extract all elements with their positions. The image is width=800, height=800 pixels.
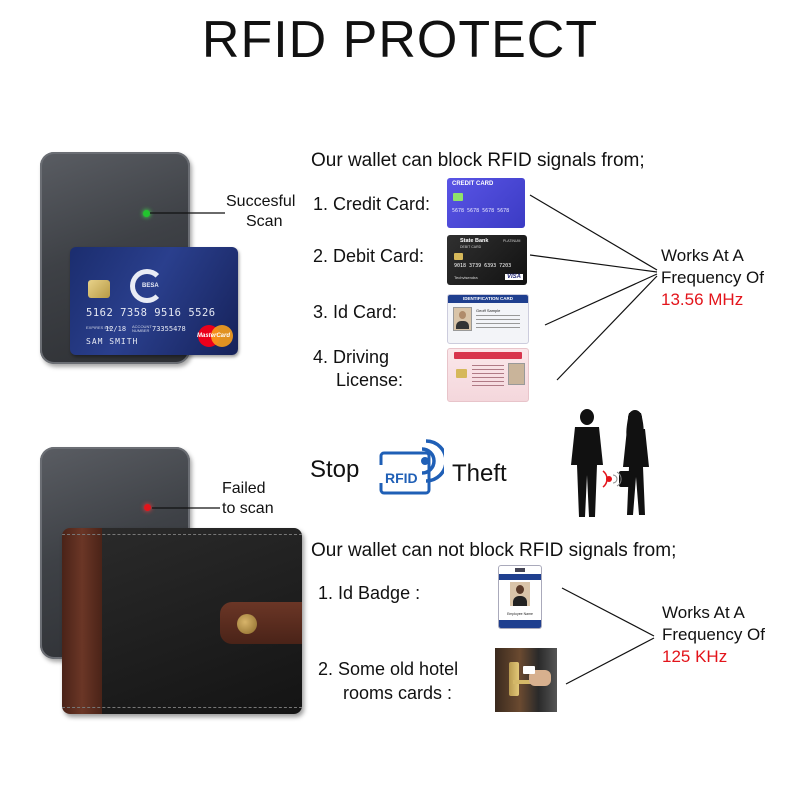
debit-card-chip (454, 253, 463, 260)
id-badge-image: Employee Name (498, 565, 542, 629)
bank-logo-text: BESA (142, 283, 159, 289)
stop-text: Stop (310, 456, 360, 483)
item-driving-line2: License: (336, 370, 404, 390)
id-text-lines (476, 315, 520, 329)
item-id-card: 3. Id Card: (313, 302, 398, 322)
license-photo-icon (508, 363, 525, 385)
connector-id (544, 273, 658, 326)
card-number: 5162 7358 9516 5526 (86, 307, 216, 319)
expires-caption: EXPIRES END (86, 325, 113, 330)
driving-license-image (447, 348, 529, 402)
id-photo-icon (453, 307, 472, 331)
page-title: RFID PROTECT (201, 11, 599, 69)
hand-with-card-icon (529, 670, 551, 686)
door-lock-icon (509, 662, 519, 696)
license-header-icon (454, 352, 522, 359)
badge-caption: Employee Name (507, 612, 533, 616)
hotel-card-image (495, 648, 557, 712)
led-red (144, 504, 151, 511)
id-card-image: IDENTIFICATION CARD Geoff Sample (447, 294, 529, 344)
failed-label-line2: to scan (222, 500, 274, 517)
connector-debit (529, 254, 658, 273)
freq-bottom-line1: Works At A (662, 603, 745, 622)
license-text-lines (472, 365, 504, 389)
connector-license (556, 275, 658, 381)
mastercard-text: MasterCard (197, 333, 231, 339)
top-heading: Our wallet can block RFID signals from; (311, 150, 645, 171)
connector-credit (529, 194, 658, 271)
item-id-badge: 1. Id Badge : (318, 583, 421, 603)
freq-top-line2: Frequency Of (661, 268, 764, 287)
id-card-header: IDENTIFICATION CARD (448, 295, 528, 303)
expiry-date: 12/18 (105, 325, 127, 333)
freq-bottom-value: 125 KHz (662, 647, 728, 666)
freq-top-line1: Works At A (661, 246, 744, 265)
account-number: 73355478 (152, 325, 186, 333)
debit-card-number: 9018 3739 6393 7203 (454, 263, 512, 269)
credit-card-number: 5678 5678 5678 5678 (452, 208, 510, 214)
badge-photo-icon (510, 582, 530, 606)
item-hotel-line1: 2. Some old hotel (318, 659, 459, 679)
wallet-stitch-top (62, 534, 302, 535)
badge-footer (499, 620, 541, 628)
bottom-heading: Our wallet can not block RFID signals fr… (311, 540, 677, 561)
connector-hotel (565, 637, 655, 685)
debit-card-image: State Bank DEBIT CARD PLATINUM 9018 3739… (447, 235, 527, 285)
license-chip (456, 369, 467, 378)
wallet-stitch-bottom (62, 707, 302, 708)
visa-logo: VISA (505, 274, 524, 280)
connector-lines-top (529, 194, 658, 381)
led-pointer-line (150, 212, 225, 214)
badge-header (499, 574, 541, 580)
connector-badge (561, 587, 655, 637)
freq-top-value: 13.56 MHz (661, 290, 744, 309)
card-holder: SAM SMITH (86, 337, 139, 346)
item-credit-card: 1. Credit Card: (313, 194, 431, 214)
wallet-snap-button (237, 614, 257, 634)
item-hotel-line2: rooms cards : (343, 683, 453, 703)
failed-label-line1: Failed (222, 480, 266, 497)
debit-card-tier: PLATINUM (503, 239, 521, 243)
people-silhouette-icon (571, 409, 649, 517)
success-label-line2: Scan (246, 213, 283, 230)
led-pointer-line-bottom (152, 507, 220, 509)
wallet-brown-panel (62, 528, 102, 714)
debit-card-type: DEBIT CARD (460, 245, 482, 249)
credit-card-caption: CREDIT CARD (452, 181, 494, 187)
door-handle-icon (513, 680, 537, 684)
bank-logo-icon (130, 269, 164, 303)
credit-card-chip (453, 193, 463, 201)
connector-lines-bottom (561, 587, 655, 685)
id-card-name: Geoff Sample (476, 308, 501, 313)
rfid-logo-text: RFID (385, 470, 418, 486)
rfid-logo-icon (378, 439, 444, 495)
leather-wallet (62, 528, 302, 714)
freq-bottom-line2: Frequency Of (662, 625, 765, 644)
demo-credit-card: BESA 5162 7358 9516 5526 EXPIRES END 12/… (70, 247, 238, 355)
item-debit-card: 2. Debit Card: (313, 246, 425, 266)
led-green (143, 210, 150, 217)
success-label-line1: Succesful (226, 193, 296, 210)
badge-clip (515, 568, 525, 572)
item-driving-line1: 4. Driving (313, 347, 390, 367)
debit-bank-name: State Bank (460, 238, 489, 244)
mastercard-logo-icon: MasterCard (197, 325, 234, 349)
key-card-icon (523, 666, 535, 674)
account-caption: ACCOUNT NUMBER (132, 324, 152, 333)
theft-text: Theft (452, 460, 507, 487)
credit-card-image: CREDIT CARD 5678 5678 5678 5678 (447, 178, 525, 228)
debit-card-holder: Techvisendra (454, 275, 478, 280)
card-chip (88, 280, 110, 298)
wallet-strap (220, 602, 302, 644)
